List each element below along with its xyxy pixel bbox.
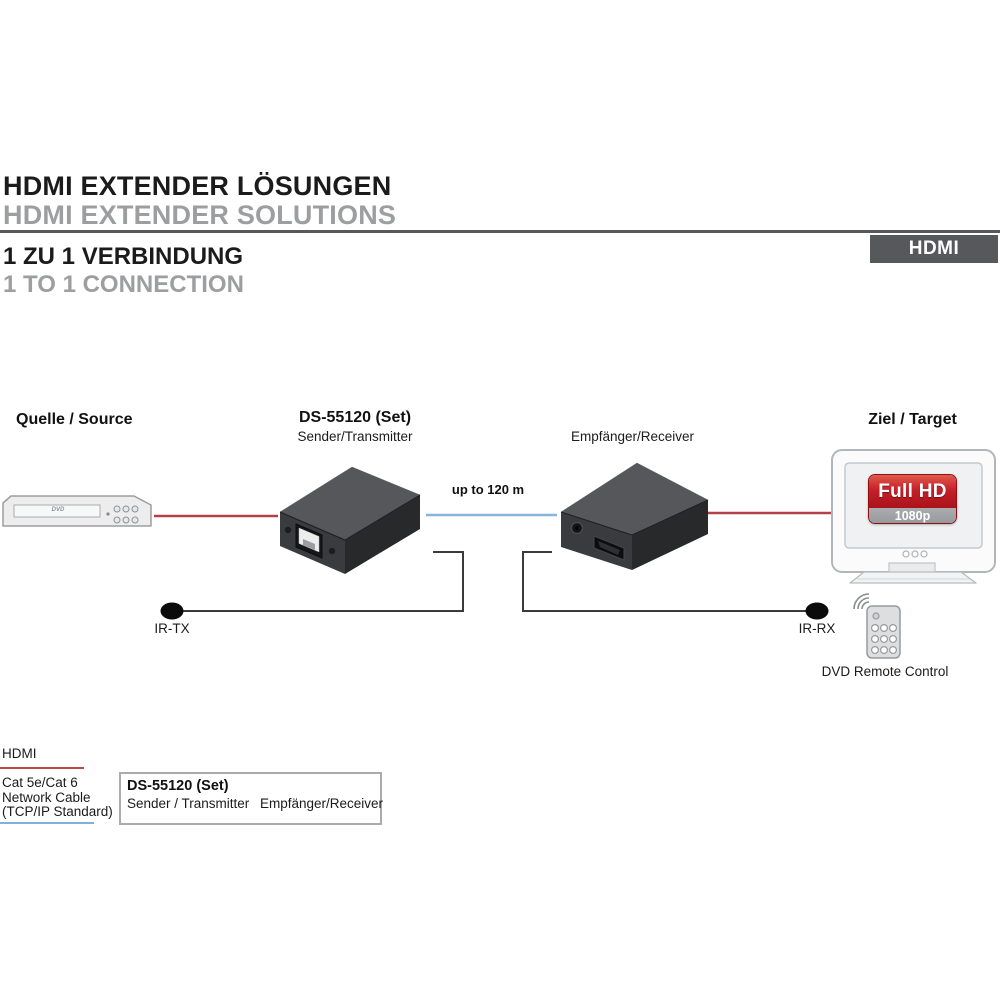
legend-network-cable-key-line [0,822,94,824]
legend-hdmi-label: HDMI [2,746,37,761]
ir-tx-label: IR-TX [154,621,190,636]
ir-signal-waves-icon [853,593,870,610]
transmitter-illustration [279,466,421,574]
transmitter-label-block: DS-55120 (Set) Sender/Transmitter [268,409,442,444]
ir-rx-dot [805,602,829,620]
receiver-illustration [560,462,709,570]
receiver-label: Empfänger/Receiver [570,429,695,444]
distance-label: up to 120 m [451,482,525,497]
section-title-en: 1 TO 1 CONNECTION [3,271,244,298]
ir-rx-label: IR-RX [798,621,836,636]
fullhd-text: Full HD [869,475,956,508]
legend-set-receiver: Empfänger/Receiver [260,796,384,811]
hdmi-badge: HDMI [870,235,998,263]
legend-hdmi-cable-key-line [0,767,84,769]
ir-tx-cable [160,551,464,620]
source-label: Quelle / Source [16,411,133,428]
legend-set-box: DS-55120 (Set) Sender / Transmitter Empf… [119,772,384,825]
legend-cable-line-1: Cat 5e/Cat 6 [2,775,78,790]
legend-network-cable-label: Cat 5e/Cat 6 Network Cable (TCP/IP Stand… [2,775,113,820]
legend-cable-line-3: (TCP/IP Standard) [2,804,113,819]
dvd-logo: DVD [51,507,65,513]
transmitter-role-label: Sender/Transmitter [297,429,413,444]
legend-set-model: DS-55120 (Set) [127,778,229,794]
fullhd-badge: Full HD 1080p [868,474,957,524]
remote-control-icon [853,593,901,659]
legend-cable-line-2: Network Cable [2,789,91,805]
ir-rx-cable [522,551,829,620]
dvd-player-illustration [2,495,152,527]
header-divider [0,230,1000,233]
header-title-en: HDMI EXTENDER SOLUTIONS [3,200,397,230]
ir-tx-dot [160,602,184,620]
header-title-de: HDMI EXTENDER LÖSUNGEN [3,171,392,201]
legend-set-transmitter: Sender / Transmitter [127,796,250,811]
section-title-de: 1 ZU 1 VERBINDUNG [3,243,244,270]
transmitter-model-label: DS-55120 (Set) [298,409,412,426]
resolution-text: 1080p [869,508,956,523]
remote-control-label: DVD Remote Control [821,664,949,679]
target-label: Ziel / Target [868,411,957,428]
